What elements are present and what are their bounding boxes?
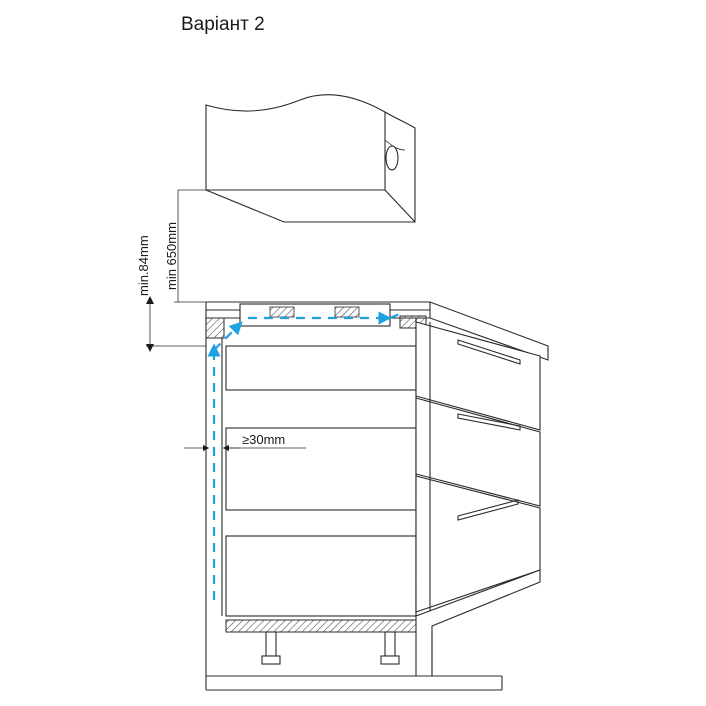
leg-right-foot <box>380 655 400 665</box>
drawer-fronts <box>415 321 541 614</box>
drawer-handle-3 <box>457 499 519 521</box>
dimension-cutout-depth: min.84mm <box>136 235 206 352</box>
cabinet-carcass <box>221 318 417 617</box>
cabinet-base <box>225 569 541 677</box>
hob-unit <box>239 303 391 327</box>
leg-left-foot <box>261 655 281 665</box>
range-hood <box>205 94 416 223</box>
rear-gap-label: ≥30mm <box>242 432 285 447</box>
dimension-hood-clearance: min 650mm <box>164 189 206 303</box>
cutout-depth-label: min.84mm <box>136 235 151 296</box>
drawer-front-2 <box>415 397 541 507</box>
leg-right <box>384 631 396 657</box>
drawer-front-1 <box>415 321 541 431</box>
airflow-path <box>207 310 405 600</box>
drawer-handle-1 <box>457 339 521 365</box>
drawer-box-middle <box>225 427 417 511</box>
hood-clearance-label: min 650mm <box>164 222 179 290</box>
drawer-box-top <box>225 345 417 391</box>
leg-left <box>265 631 277 657</box>
diagram-title: Варіант 2 <box>181 14 265 35</box>
drawer-handle-2 <box>457 413 521 431</box>
dimension-rear-gap: ≥30mm <box>184 432 306 452</box>
cabinet-side-wall <box>205 314 503 691</box>
hood-knob-icon <box>385 145 399 171</box>
rail-left <box>205 317 225 339</box>
drawer-box-bottom <box>225 535 417 617</box>
